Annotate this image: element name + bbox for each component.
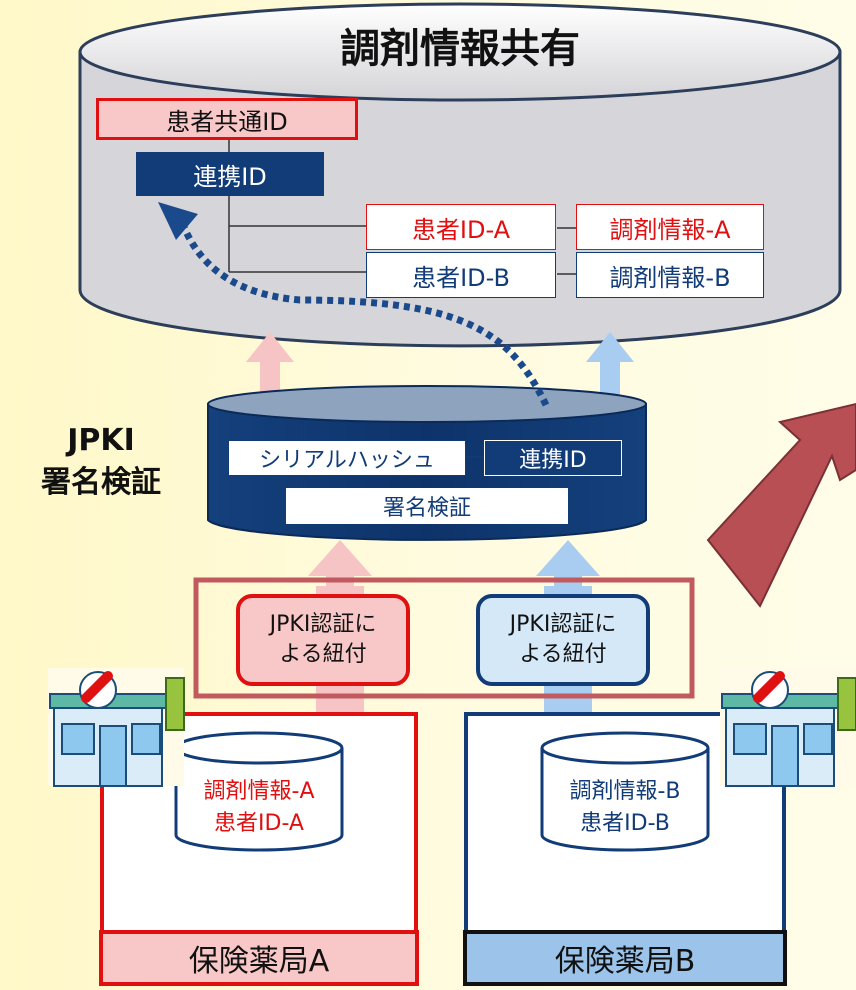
pharmacy-b-db: [540, 731, 710, 852]
verify-link-id-box: 連携ID: [484, 440, 622, 476]
patient-id-b-box: 患者ID-B: [366, 252, 556, 298]
pharmacy-b-name: 保険薬局B: [554, 944, 696, 979]
jpki-label-line1: JPKI: [67, 423, 135, 458]
pharmacy-b-label-bg: [463, 930, 787, 986]
auth-outline: [193, 577, 695, 699]
jpki-auth-b-line2: よる紐付: [519, 642, 607, 667]
pharmacy-a-db: [174, 731, 344, 852]
shared-db-title: 調剤情報共有: [340, 26, 580, 72]
pharmacy-b-db-text: 調剤情報-B 患者ID-B: [542, 776, 708, 840]
jpki-auth-b-box: JPKI認証に よる紐付: [476, 594, 650, 686]
pharmacy-a-label-bg: [99, 930, 419, 986]
up-arrows-top: [246, 332, 634, 398]
pharmacy-building-icon: [720, 668, 856, 787]
pharmacy-a-db-text: 調剤情報-A 患者ID-A: [176, 776, 342, 840]
jpki-side-label: JPKI 署名検証: [6, 420, 196, 504]
link-id-box: 連携ID: [136, 152, 324, 196]
dispensing-info-b-box: 調剤情報-B: [576, 252, 764, 298]
jpki-auth-a-box: JPKI認証に よる紐付: [236, 594, 410, 686]
patient-id-a-box: 患者ID-A: [366, 204, 556, 250]
pharmacy-b-patient-id: 患者ID-B: [580, 811, 670, 836]
jpki-label-line2: 署名検証: [41, 465, 161, 500]
tree-connectors: [228, 140, 576, 275]
pharmacy-a-patient-id: 患者ID-A: [214, 811, 304, 836]
dotted-link-arrow: [158, 202, 550, 407]
jpki-auth-a-line2: よる紐付: [279, 642, 367, 667]
up-arrows-mid: [308, 540, 600, 592]
pharmacy-b-dispensing: 調剤情報-B: [569, 779, 681, 804]
common-id-box: 患者共通ID: [96, 98, 358, 140]
pharmacy-a-dispensing: 調剤情報-A: [203, 779, 315, 804]
pharmacy-building-icon: [48, 668, 185, 787]
jpki-auth-b-line1: JPKI認証に: [509, 612, 617, 637]
pharmacy-a-name: 保険薬局A: [188, 944, 330, 979]
serial-hash-box: シリアルハッシュ: [228, 440, 466, 476]
big-diagonal-arrow: [706, 402, 856, 608]
signature-verify-box: 署名検証: [286, 488, 568, 524]
dispensing-info-a-box: 調剤情報-A: [576, 204, 764, 250]
jpki-auth-a-line1: JPKI認証に: [269, 612, 377, 637]
